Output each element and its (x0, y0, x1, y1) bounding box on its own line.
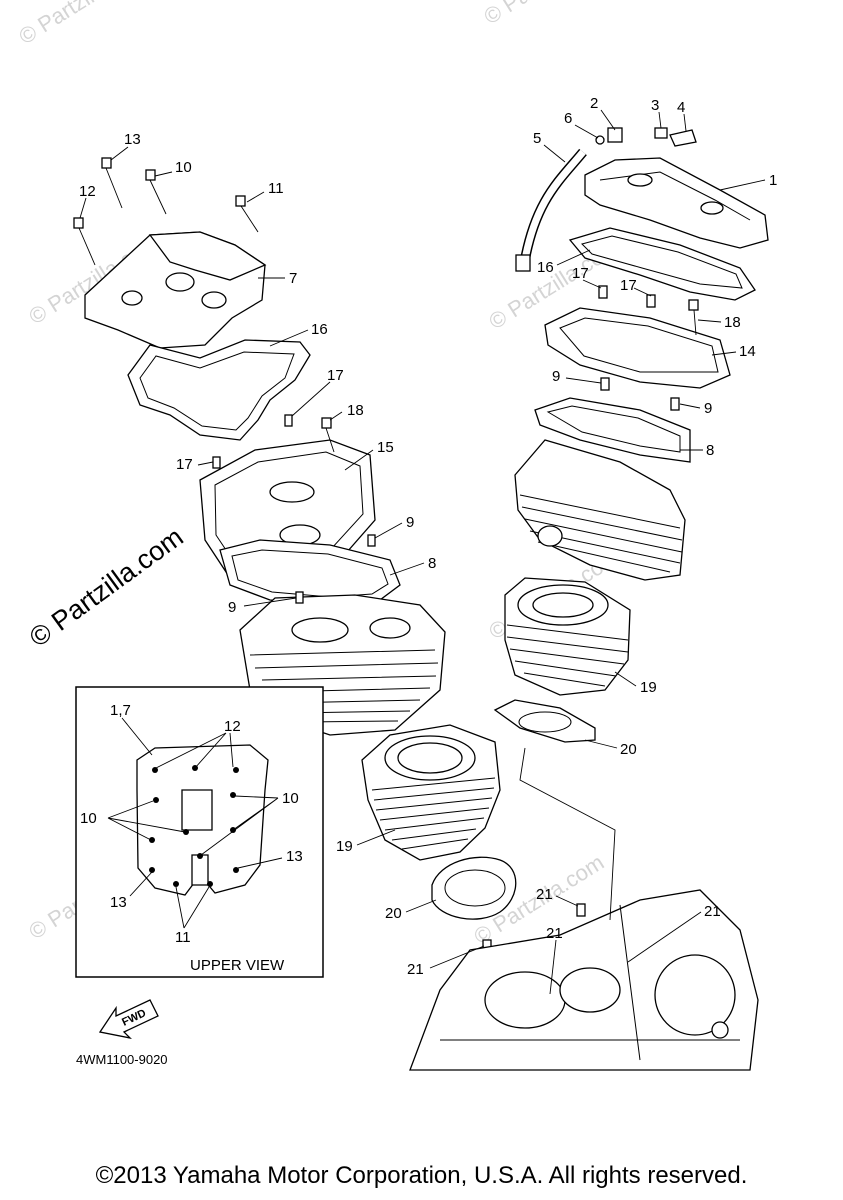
callout-11: 11 (268, 180, 284, 197)
callout-21: 21 (407, 961, 424, 978)
callout-15: 15 (377, 439, 394, 456)
rear-cover-gasket (568, 227, 756, 301)
callout-17: 17 (176, 456, 193, 473)
callout-18: 18 (347, 402, 364, 419)
callout-8: 8 (428, 555, 436, 572)
callout-13: 13 (124, 131, 141, 148)
inset-callout-1-7: 1,7 (110, 702, 131, 719)
rear-cylinder-head (514, 439, 686, 581)
callout-17: 17 (572, 265, 589, 282)
callout-20: 20 (385, 905, 402, 922)
callout-18: 18 (724, 314, 741, 331)
callouts: 13 10 11 12 7 16 17 18 15 17 9 8 9 2 3 4… (76, 95, 777, 1067)
rear-head-gasket (534, 397, 691, 463)
callout-9: 9 (704, 400, 712, 417)
callout-6: 6 (564, 110, 572, 127)
rear-head-cover (584, 157, 769, 249)
callout-7: 7 (289, 270, 297, 287)
leader-lines (79, 109, 766, 995)
callout-4: 4 (677, 99, 685, 116)
breather-fittings (595, 127, 697, 147)
watermark: © Partzilla.com (14, 0, 153, 49)
callout-14: 14 (739, 343, 756, 360)
callout-3: 3 (651, 97, 659, 114)
rear-rocker-base (544, 307, 731, 389)
callout-19: 19 (640, 679, 657, 696)
callout-12: 12 (79, 183, 96, 200)
watermark-primary: © Partzilla.com (24, 522, 189, 653)
callout-16: 16 (311, 321, 328, 338)
front-cover-gasket (127, 339, 311, 441)
callout-21: 21 (536, 886, 553, 903)
callout-8: 8 (706, 442, 714, 459)
inset-title: UPPER VIEW (190, 957, 285, 974)
callout-9: 9 (228, 599, 236, 616)
front-cover-bolts (73, 157, 259, 266)
front-head-cover (84, 231, 267, 349)
callout-17: 17 (327, 367, 344, 384)
callout-9: 9 (552, 368, 560, 385)
callout-21: 21 (704, 903, 721, 920)
callout-1: 1 (769, 172, 777, 189)
front-base-gasket (431, 856, 517, 920)
fwd-arrow-icon: FWD (98, 999, 159, 1040)
callout-17: 17 (620, 277, 637, 294)
callout-21: 21 (546, 925, 563, 942)
crankcase (409, 889, 759, 1071)
inset-callout-12: 12 (224, 718, 241, 735)
callout-16: 16 (537, 259, 554, 276)
callout-2: 2 (590, 95, 598, 112)
front-head-gasket (219, 539, 401, 606)
inset-callout-10: 10 (282, 790, 299, 807)
breather-hose (515, 148, 587, 272)
inset-callout-10: 10 (80, 810, 97, 827)
inset-callout-11: 11 (175, 929, 191, 946)
inset-callout-13: 13 (286, 848, 303, 865)
callout-19: 19 (336, 838, 353, 855)
callout-9: 9 (406, 514, 414, 531)
diagram-code: 4WM1100-9020 (76, 1052, 168, 1067)
callout-5: 5 (533, 130, 541, 147)
upper-view-inset (75, 686, 324, 978)
front-cylinder (361, 724, 501, 861)
inset-callout-13: 13 (110, 894, 127, 911)
rear-cylinder (504, 577, 631, 696)
copyright-notice: ©2013 Yamaha Motor Corporation, U.S.A. A… (95, 1162, 748, 1189)
watermark: © Partzilla.com (479, 0, 618, 29)
head-bolts (321, 299, 699, 453)
rear-base-gasket (493, 699, 596, 743)
callout-10: 10 (175, 159, 192, 176)
callout-20: 20 (620, 741, 637, 758)
